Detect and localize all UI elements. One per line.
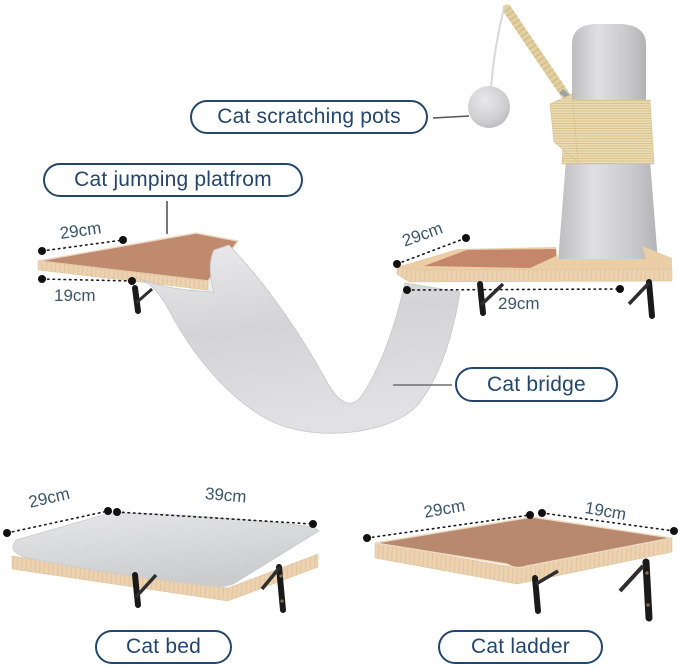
right-platform-illustration — [396, 246, 673, 319]
post-upper — [572, 24, 646, 104]
label-text: Cat jumping platfrom — [74, 168, 272, 191]
label-cat-ladder: Cat ladder — [438, 630, 603, 664]
right-platform-bracket-right — [627, 279, 655, 319]
ladder-top — [374, 516, 673, 569]
cat-bed-illustration — [11, 512, 320, 613]
cat-bridge-illustration — [135, 244, 461, 434]
bed-bracket-right — [260, 564, 286, 613]
post-lower — [558, 160, 658, 262]
pom-pom-ball — [468, 86, 510, 128]
label-text: Cat bed — [126, 635, 201, 658]
right-platform-edge — [396, 266, 673, 283]
label-text: Cat bridge — [487, 372, 586, 396]
dim-jumping-platform-depth: 19cm — [54, 286, 96, 305]
right-platform-inlay — [424, 249, 556, 268]
scratching-post-illustration — [468, 4, 658, 262]
toy-string — [490, 7, 505, 89]
callout-connectors — [166, 115, 470, 386]
platform-edge — [37, 260, 209, 291]
toy-wand — [502, 4, 571, 101]
sisal-flare — [549, 93, 579, 163]
bed-bracket-left — [132, 572, 158, 608]
label-text: Cat scratching pots — [217, 105, 401, 128]
label-cat-jumping-platform: Cat jumping platfrom — [43, 163, 303, 197]
label-cat-bed: Cat bed — [95, 630, 232, 664]
dim-right-platform-width: 29cm — [498, 294, 540, 313]
bed-board-edge — [11, 553, 319, 602]
platform-wall-bracket — [132, 285, 153, 314]
dimension-arrows — [6, 237, 675, 539]
ladder-bracket-right — [618, 558, 653, 622]
dim-bed-width: 39cm — [204, 484, 248, 507]
dimension-endpoints — [3, 234, 678, 542]
label-text: Cat ladder — [471, 635, 570, 658]
ladder-bracket-left — [532, 569, 559, 614]
right-platform-bracket-left — [477, 281, 505, 316]
label-cat-bridge: Cat bridge — [455, 367, 618, 402]
cat-ladder-illustration — [374, 516, 673, 622]
label-cat-scratching-pots: Cat scratching pots — [190, 100, 428, 134]
